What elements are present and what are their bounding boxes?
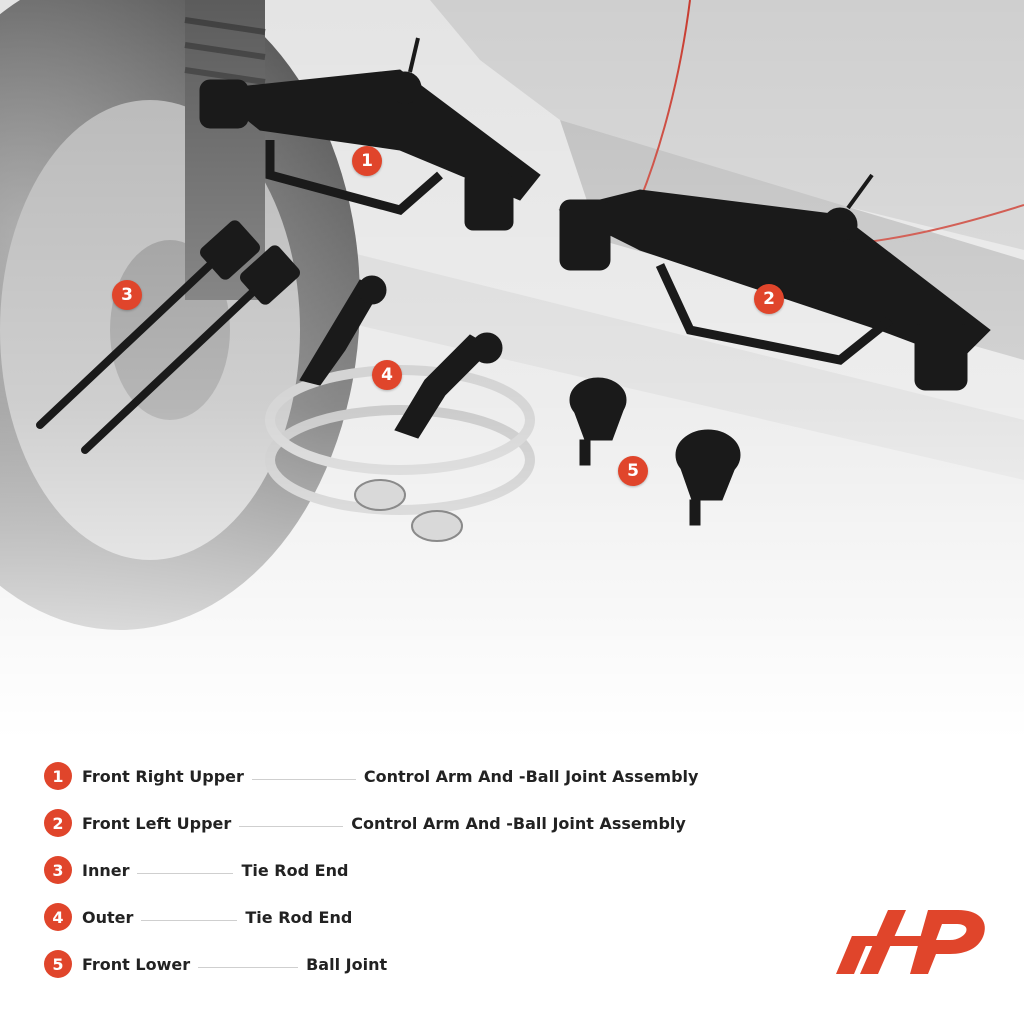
legend-row: 1 Front Right Upper Control Arm And -Bal… — [44, 761, 698, 791]
legend-position: Front Right Upper — [82, 766, 244, 786]
legend-divider — [251, 778, 356, 780]
legend-number: 1 — [44, 762, 72, 790]
legend-position: Inner — [82, 860, 130, 880]
legend-divider — [137, 872, 234, 874]
product-photo — [0, 0, 1024, 740]
legend-part: Ball Joint — [306, 954, 388, 974]
legend-row: 2 Front Left Upper Control Arm And -Ball… — [44, 808, 686, 838]
washers — [354, 479, 463, 542]
legend-row: 4 Outer Tie Rod End — [44, 902, 352, 932]
legend-number: 3 — [44, 856, 72, 884]
legend-number: 5 — [44, 950, 72, 978]
logo-p — [910, 910, 985, 974]
legend-row: 3 Inner Tie Rod End — [44, 855, 348, 885]
legend-number: 4 — [44, 903, 72, 931]
legend-position: Front Lower — [82, 954, 191, 974]
marker-3: 3 — [112, 280, 142, 310]
outer-tie-rods — [299, 275, 503, 439]
marker-2: 2 — [754, 284, 784, 314]
legend-part: Tie Rod End — [241, 860, 349, 880]
legend-divider — [198, 966, 299, 968]
legend-part: Control Arm And -Ball Joint Assembly — [351, 813, 686, 833]
ball-joints — [569, 377, 741, 526]
legend-number: 2 — [44, 809, 72, 837]
control-arm-1 — [199, 37, 541, 231]
legend-position: Front Left Upper — [82, 813, 232, 833]
legend-divider — [141, 919, 238, 921]
control-arm-2 — [558, 173, 991, 391]
inner-tie-rods — [36, 220, 300, 454]
marker-5: 5 — [618, 456, 648, 486]
brand-logo — [832, 906, 992, 978]
marker-4: 4 — [372, 360, 402, 390]
legend-part: Tie Rod End — [245, 907, 353, 927]
logo-bar — [848, 936, 924, 946]
legend-position: Outer — [82, 907, 134, 927]
legend-part: Control Arm And -Ball Joint Assembly — [363, 766, 699, 786]
legend-divider — [239, 825, 344, 827]
marker-1: 1 — [352, 146, 382, 176]
legend-row: 5 Front Lower Ball Joint — [44, 949, 387, 979]
